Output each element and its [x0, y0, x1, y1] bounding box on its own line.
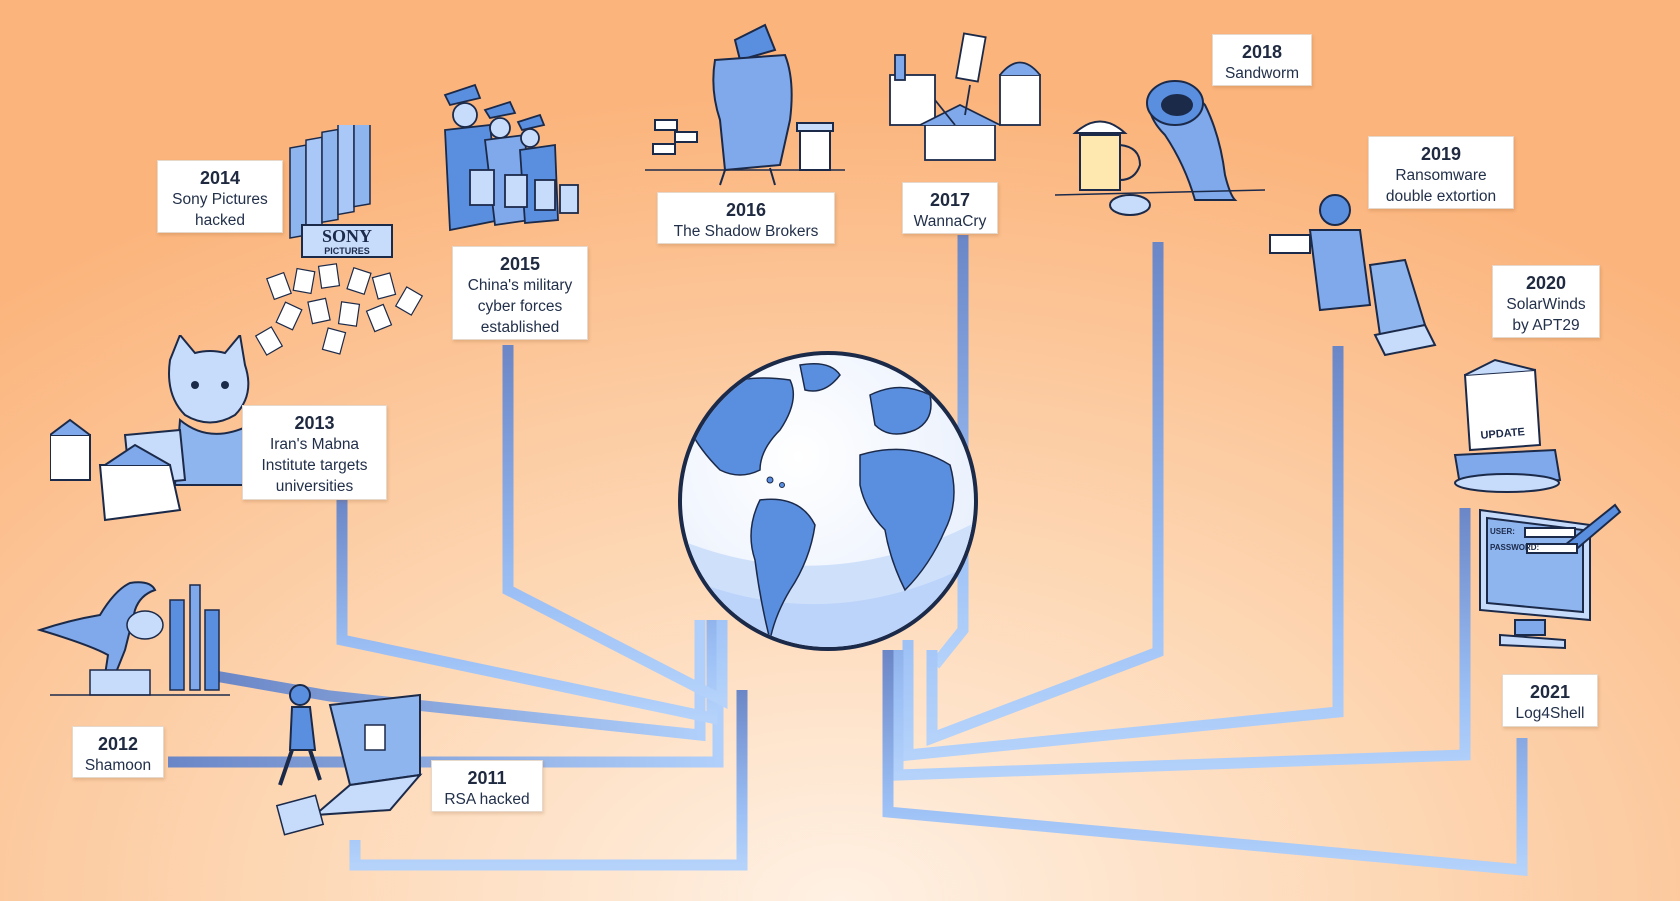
event-description-line: SolarWinds — [1506, 296, 1586, 313]
login-password-text: PASSWORD: — [1490, 543, 1539, 552]
event-description-line: WannaCry — [913, 213, 987, 230]
event-label-2013: 2013 Iran's Mabna Institute targets univ… — [242, 405, 387, 500]
event-label-2016: 2016 The Shadow Brokers — [657, 192, 835, 244]
event-year: 2011 — [467, 768, 507, 788]
event-year: 2020 — [1525, 273, 1567, 293]
connector-2012b — [214, 620, 706, 742]
update-box-text: UPDATE — [1480, 426, 1525, 442]
event-label-2020: 2020 SolarWinds by APT29 — [1492, 265, 1600, 338]
connector-2011 — [349, 690, 748, 871]
event-description-line: Institute targets — [261, 457, 368, 474]
event-label-2019: 2019 Ransomware double extortion — [1368, 136, 1514, 209]
dinosaur-refinery-icon — [36, 581, 230, 696]
sandworm-beer-icon — [1055, 80, 1265, 216]
event-year: 2021 — [1529, 682, 1571, 702]
event-description-line: universities — [275, 478, 354, 495]
event-label-2015: 2015 China's military cyber forces estab… — [452, 246, 588, 340]
sony-sign-sub-text: PICTURES — [324, 246, 370, 256]
connector-2019 — [902, 346, 1344, 762]
shadowy-figure-alley-icon — [645, 23, 845, 186]
event-description-line: double extortion — [1385, 188, 1497, 205]
event-year: 2018 — [1241, 42, 1283, 62]
event-year: 2019 — [1420, 144, 1462, 164]
event-label-2014: 2014 Sony Pictures hacked — [157, 160, 283, 233]
event-label-2011: 2011 RSA hacked — [431, 760, 543, 812]
event-description-line: China's military — [467, 277, 573, 294]
update-box-tank-icon: UPDATE — [1453, 358, 1562, 493]
event-description-line: RSA hacked — [444, 791, 530, 808]
infected-buildings-icon — [889, 32, 1041, 161]
event-description-line: Shamoon — [84, 757, 152, 774]
event-description-line: hacked — [195, 212, 245, 229]
connector-2013 — [336, 500, 718, 725]
event-year: 2014 — [199, 168, 241, 188]
event-description-line: by APT29 — [1512, 317, 1580, 334]
event-description-line: Log4Shell — [1515, 705, 1585, 722]
login-user-text: USER: — [1490, 527, 1515, 536]
event-label-2017: 2017 WannaCry — [902, 182, 998, 234]
event-label-2018: 2018 Sandworm — [1212, 34, 1312, 86]
event-label-2012: 2012 Shamoon — [72, 726, 164, 778]
sony-sign-text: SONY — [322, 226, 372, 246]
hacker-laptop-icon — [275, 684, 423, 836]
event-description-line: Iran's Mabna — [269, 436, 360, 453]
connector-2015 — [502, 345, 728, 710]
login-monitor-crowbar-icon: USER: PASSWORD: — [1479, 503, 1622, 650]
connector-2017 — [930, 235, 969, 669]
military-officers-laptops-icon — [443, 83, 579, 232]
connector-2021 — [882, 650, 1528, 877]
event-description-line: The Shadow Brokers — [673, 223, 819, 240]
connector-2020 — [892, 508, 1471, 781]
event-label-2021: 2021 Log4Shell — [1502, 674, 1598, 727]
event-year: 2013 — [294, 413, 335, 433]
event-year: 2015 — [499, 254, 541, 274]
connector-2018 — [926, 242, 1164, 746]
event-description-line: Sandworm — [1224, 65, 1300, 82]
event-year: 2012 — [97, 734, 139, 754]
event-year: 2017 — [929, 190, 971, 210]
ransomware-hacker-icon — [1269, 194, 1437, 357]
cat-hacker-university-icon — [50, 335, 250, 522]
event-description-line: cyber forces — [477, 298, 563, 315]
event-description-line: Ransomware — [1395, 167, 1487, 184]
sony-pictures-files-icon: SONY PICTURES — [254, 125, 424, 356]
event-year: 2016 — [725, 200, 767, 220]
event-description-line: established — [480, 319, 560, 336]
event-description-line: Sony Pictures — [172, 191, 268, 208]
